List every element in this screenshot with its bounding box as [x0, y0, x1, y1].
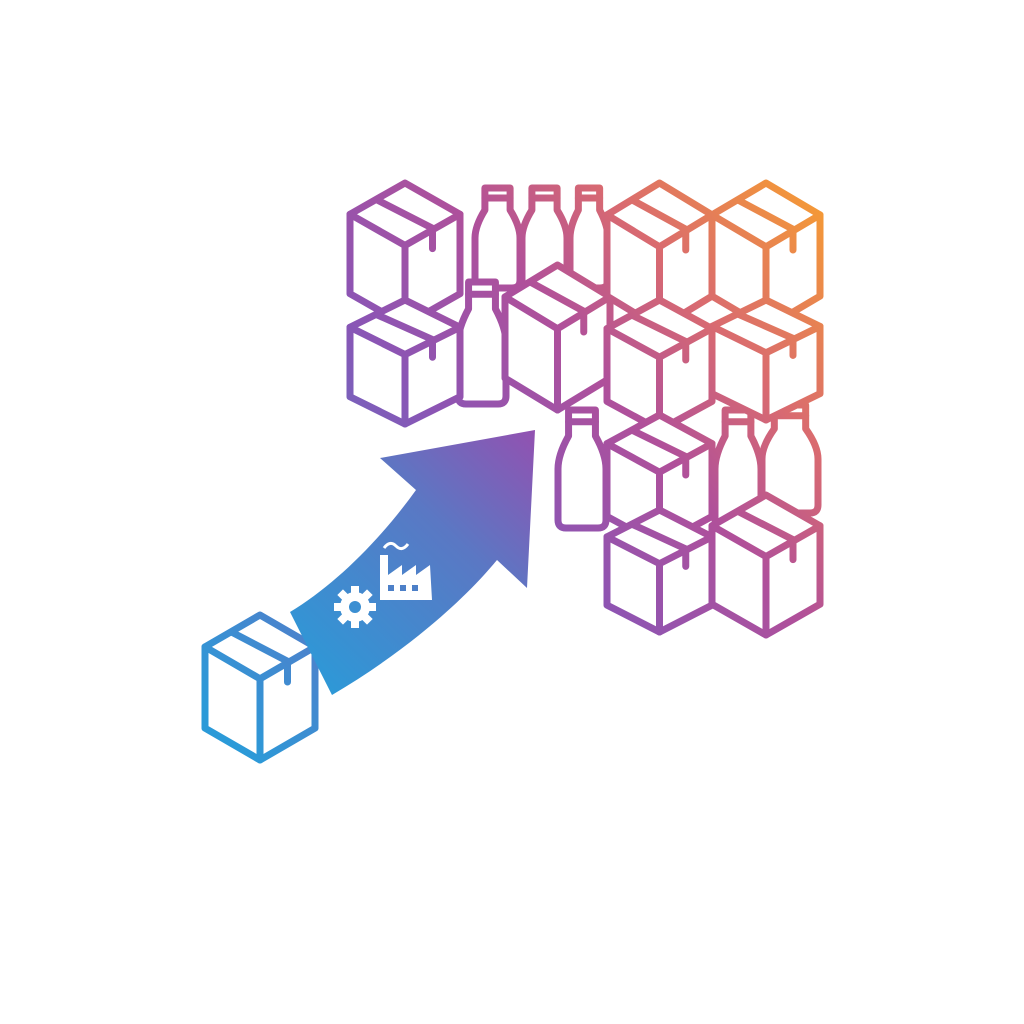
package-box-icon: [708, 491, 824, 639]
package-box-icon: [201, 611, 319, 764]
package-box-icon: [603, 296, 716, 434]
gear-icon: [334, 586, 376, 628]
bottle-icon: [554, 406, 610, 532]
bottle-icon: [758, 401, 822, 517]
package-box-icon: [501, 261, 614, 414]
package-box-icon: [346, 296, 464, 428]
factory-icon: [380, 541, 432, 600]
package-box-icon: [346, 179, 464, 329]
package-box-icon: [603, 506, 716, 636]
bottle-icon: [471, 184, 524, 292]
bottle-icon: [454, 278, 510, 408]
package-box-icon: [708, 296, 824, 424]
growth-arrow-icon: [290, 430, 535, 695]
